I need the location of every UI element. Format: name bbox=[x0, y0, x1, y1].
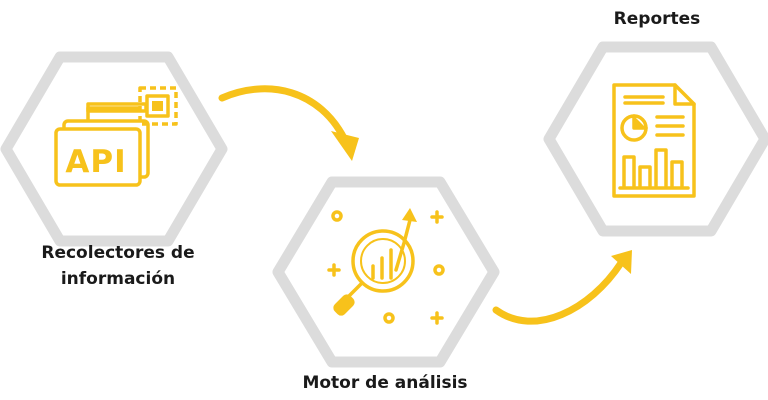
hexagon-reports bbox=[543, 41, 768, 237]
magnifier-chart-icon bbox=[327, 208, 445, 325]
label-engine: Motor de análisis bbox=[302, 373, 468, 393]
arrow-collectors-to-engine bbox=[218, 85, 359, 161]
report-document-icon bbox=[612, 83, 696, 198]
label-reports: Reportes bbox=[613, 9, 701, 29]
hexagon-engine bbox=[272, 176, 500, 368]
label-collectors-line2: información bbox=[60, 269, 176, 289]
arrow-engine-to-reports bbox=[492, 250, 632, 325]
hexagon-collectors bbox=[0, 51, 228, 247]
api-windows-icon: API bbox=[54, 86, 178, 187]
label-collectors-line1: Recolectores de bbox=[41, 243, 195, 263]
api-text: API bbox=[65, 144, 126, 180]
label-collectors: Recolectores de información bbox=[22, 240, 214, 292]
